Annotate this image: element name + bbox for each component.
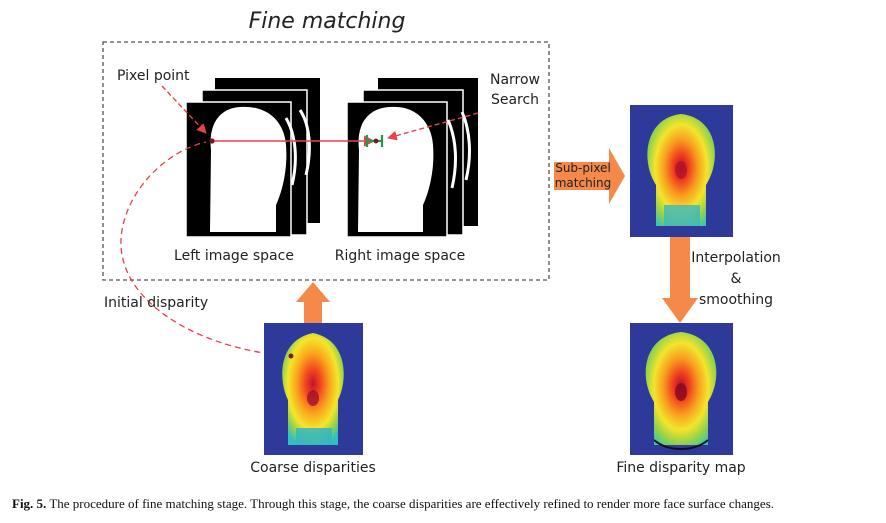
- caption-label: Fig. 5.: [12, 496, 47, 511]
- intermediate-disparity-map: [630, 105, 733, 237]
- coarse-disparity-map: [264, 323, 363, 455]
- narrow-search-label-line2: Search: [491, 92, 539, 108]
- down-arrow: [662, 237, 698, 323]
- fine-matching-box: [102, 41, 550, 281]
- pixel-point-label: Pixel point: [117, 68, 190, 84]
- left-image-stack: [185, 78, 320, 238]
- fine-disparity-map: [630, 323, 733, 455]
- subpixel-label-line1: Sub-pixel: [555, 161, 611, 175]
- coarse-disparities-label: Coarse disparities: [250, 460, 376, 476]
- interpolation-label-line1: Interpolation: [691, 250, 781, 266]
- figure-caption: Fig. 5. The procedure of fine matching s…: [12, 496, 882, 512]
- diagram-title: Fine matching: [249, 9, 406, 34]
- interpolation-label-line2: &: [731, 271, 742, 287]
- left-face-silhouette: [210, 106, 287, 232]
- pixel-point-pointer: [161, 85, 207, 134]
- narrow-search-range: [365, 135, 384, 147]
- narrow-search-label-line1: Narrow: [490, 72, 540, 88]
- subpixel-label-line2: matching: [555, 176, 612, 190]
- right-face-silhouette: [358, 106, 434, 232]
- subpixel-matching-arrow: Sub-pixel matching: [554, 148, 625, 204]
- left-image-label: Left image space: [174, 248, 294, 264]
- fine-disparity-label: Fine disparity map: [616, 460, 745, 476]
- diagram-canvas: Fine matching Pixel point Narrow Search …: [102, 9, 781, 476]
- up-arrow: [296, 282, 330, 323]
- right-image-stack: [346, 78, 478, 238]
- pixel-point-marker: [209, 138, 215, 144]
- caption-text: The procedure of fine matching stage. Th…: [49, 496, 775, 511]
- coarse-pixel-marker: [288, 353, 294, 359]
- initial-disparity-label: Initial disparity: [104, 295, 208, 311]
- right-image-label: Right image space: [335, 248, 465, 264]
- initial-disparity-curve: [120, 141, 291, 357]
- interpolation-label-line3: smoothing: [699, 292, 773, 308]
